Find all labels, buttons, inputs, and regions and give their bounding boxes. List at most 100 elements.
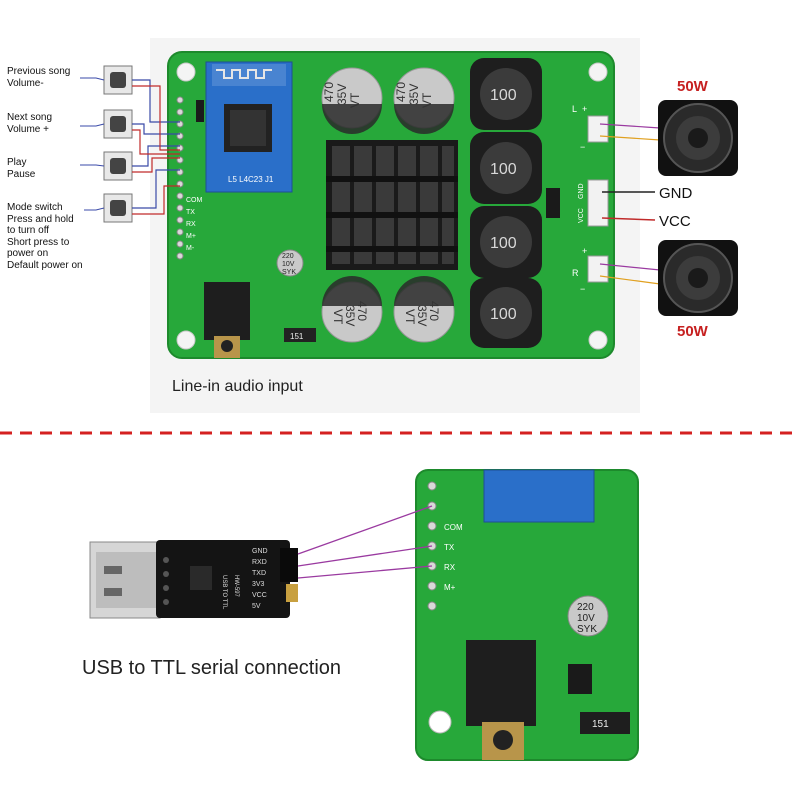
audio-jack bbox=[204, 282, 250, 358]
wire-serial-rxd bbox=[297, 545, 433, 567]
svg-text:35V: 35V bbox=[407, 84, 421, 105]
usb-pin-gnd: GND bbox=[252, 548, 268, 555]
usb-ttl-module: USB TO TTL HW-597 GND RXD TXD 3V3 VCC 5V bbox=[89, 540, 298, 619]
inductor-3: 100 bbox=[470, 206, 542, 278]
pin-gnd: GND bbox=[578, 183, 585, 199]
capacitor-bottom-left: 470 35V VT bbox=[321, 276, 383, 343]
bluetooth-module: L5 L4C23 J1 bbox=[205, 61, 293, 193]
wire-label-3 bbox=[80, 164, 105, 167]
svg-text:35V: 35V bbox=[335, 84, 349, 105]
wire-serial-gnd bbox=[297, 505, 433, 555]
usb-pin-rxd: RXD bbox=[252, 559, 267, 566]
button-label-play: Play Pause bbox=[7, 157, 36, 180]
capacitor-top-left: 470 35V VT bbox=[321, 67, 383, 134]
svg-text:VT: VT bbox=[420, 92, 434, 108]
inductor-4: 100 bbox=[470, 278, 542, 348]
usb-ttl-name: USB TO TTL bbox=[221, 575, 227, 610]
pin-plus-r: + bbox=[582, 246, 587, 256]
wire-label-1 bbox=[80, 77, 105, 81]
terminal-right-speaker bbox=[587, 255, 609, 283]
bottom-pin-mplus: M+ bbox=[444, 583, 456, 592]
terminal-left-speaker bbox=[587, 115, 609, 143]
svg-text:SYK: SYK bbox=[282, 269, 296, 276]
bottom-resistor-label: 151 bbox=[592, 719, 609, 730]
usb-pin-vcc: VCC bbox=[252, 592, 267, 599]
left-pin-header bbox=[176, 96, 184, 260]
heatsink bbox=[326, 140, 458, 270]
chip-small bbox=[546, 188, 560, 218]
capacitor-bottom-right: 470 35V VT bbox=[393, 276, 455, 343]
top-diagram: TX RX M+ M- COM L5 L4C23 J1 470 35V bbox=[80, 38, 738, 413]
wire-button-2 bbox=[132, 123, 180, 135]
svg-text:220: 220 bbox=[282, 253, 294, 260]
inductor-1: 100 bbox=[470, 58, 542, 130]
svg-text:100: 100 bbox=[490, 87, 517, 104]
svg-text:VT: VT bbox=[331, 309, 345, 325]
svg-text:100: 100 bbox=[490, 306, 517, 323]
svg-text:470: 470 bbox=[322, 82, 336, 102]
usb-pin-3v3: 3V3 bbox=[252, 581, 265, 588]
pin-mminus: M- bbox=[186, 245, 195, 252]
pin-r: R bbox=[572, 268, 579, 278]
push-button-4 bbox=[103, 193, 133, 223]
button-label-mode: Mode switch Press and hold to turn off S… bbox=[7, 202, 83, 271]
pin-l: L bbox=[572, 104, 577, 114]
wire-label-2 bbox=[80, 123, 105, 127]
wire-common-2 bbox=[132, 129, 180, 155]
speaker-bottom bbox=[658, 240, 738, 316]
usb-pin-5v: 5V bbox=[252, 603, 261, 610]
bottom-cap-1: 220 bbox=[577, 602, 594, 613]
wire-button-1 bbox=[132, 79, 180, 123]
wire-common-4 bbox=[132, 185, 180, 215]
svg-text:10V: 10V bbox=[282, 261, 295, 268]
pin-mplus: M+ bbox=[186, 233, 196, 240]
svg-text:470: 470 bbox=[394, 82, 408, 102]
wire-speaker-bottom-plus bbox=[599, 263, 661, 271]
button-label-next: Next song Volume + bbox=[7, 112, 53, 135]
bt-module-label: L5 L4C23 J1 bbox=[228, 175, 274, 184]
pin-com: COM bbox=[186, 197, 203, 204]
wire-button-4 bbox=[132, 169, 180, 209]
svg-text:470: 470 bbox=[427, 301, 441, 321]
svg-text:35V: 35V bbox=[343, 305, 357, 326]
chip-small bbox=[196, 100, 204, 122]
vcc-label: VCC bbox=[659, 213, 691, 230]
pin-rx: RX bbox=[186, 221, 196, 228]
push-button-1 bbox=[103, 65, 133, 95]
bottom-pin-tx: TX bbox=[444, 543, 455, 552]
speaker-top-power-label: 50W bbox=[677, 78, 708, 95]
mount-hole bbox=[176, 62, 196, 82]
bottom-cap-2: 10V bbox=[577, 613, 595, 624]
pin-minus-l: − bbox=[580, 142, 585, 152]
wire-speaker-bottom-minus bbox=[599, 275, 661, 285]
pin-plus-l: + bbox=[582, 104, 587, 114]
svg-text:35V: 35V bbox=[415, 305, 429, 326]
mount-hole bbox=[588, 62, 608, 82]
svg-text:100: 100 bbox=[490, 161, 517, 178]
dashed-divider bbox=[0, 431, 800, 435]
svg-text:100: 100 bbox=[490, 235, 517, 252]
svg-text:VT: VT bbox=[348, 92, 362, 108]
mount-hole bbox=[176, 330, 196, 350]
svg-text:VT: VT bbox=[403, 309, 417, 325]
push-button-2 bbox=[103, 109, 133, 139]
wire-common-3 bbox=[132, 157, 180, 173]
wire-common-1 bbox=[132, 85, 180, 151]
bottom-pin-com: COM bbox=[444, 523, 463, 532]
bottom-pin-rx: RX bbox=[444, 563, 456, 572]
pin-vcc: VCC bbox=[578, 208, 585, 223]
speaker-top bbox=[658, 100, 738, 176]
gnd-label: GND bbox=[659, 185, 693, 202]
wire-label-4 bbox=[84, 207, 105, 211]
inductor-2: 100 bbox=[470, 132, 542, 204]
button-label-previous: Previous song Volume- bbox=[7, 66, 71, 89]
resistor-label: 151 bbox=[290, 332, 304, 341]
usb-ttl-model: HW-597 bbox=[233, 575, 239, 598]
pin-minus-r: − bbox=[580, 284, 585, 294]
push-button-3 bbox=[103, 151, 133, 181]
bottom-cap-3: SYK bbox=[577, 624, 597, 635]
wire-speaker-top-minus bbox=[599, 135, 661, 141]
pin-tx: TX bbox=[186, 209, 195, 216]
wire-button-3 bbox=[132, 145, 180, 167]
speaker-bottom-power-label: 50W bbox=[677, 323, 708, 340]
